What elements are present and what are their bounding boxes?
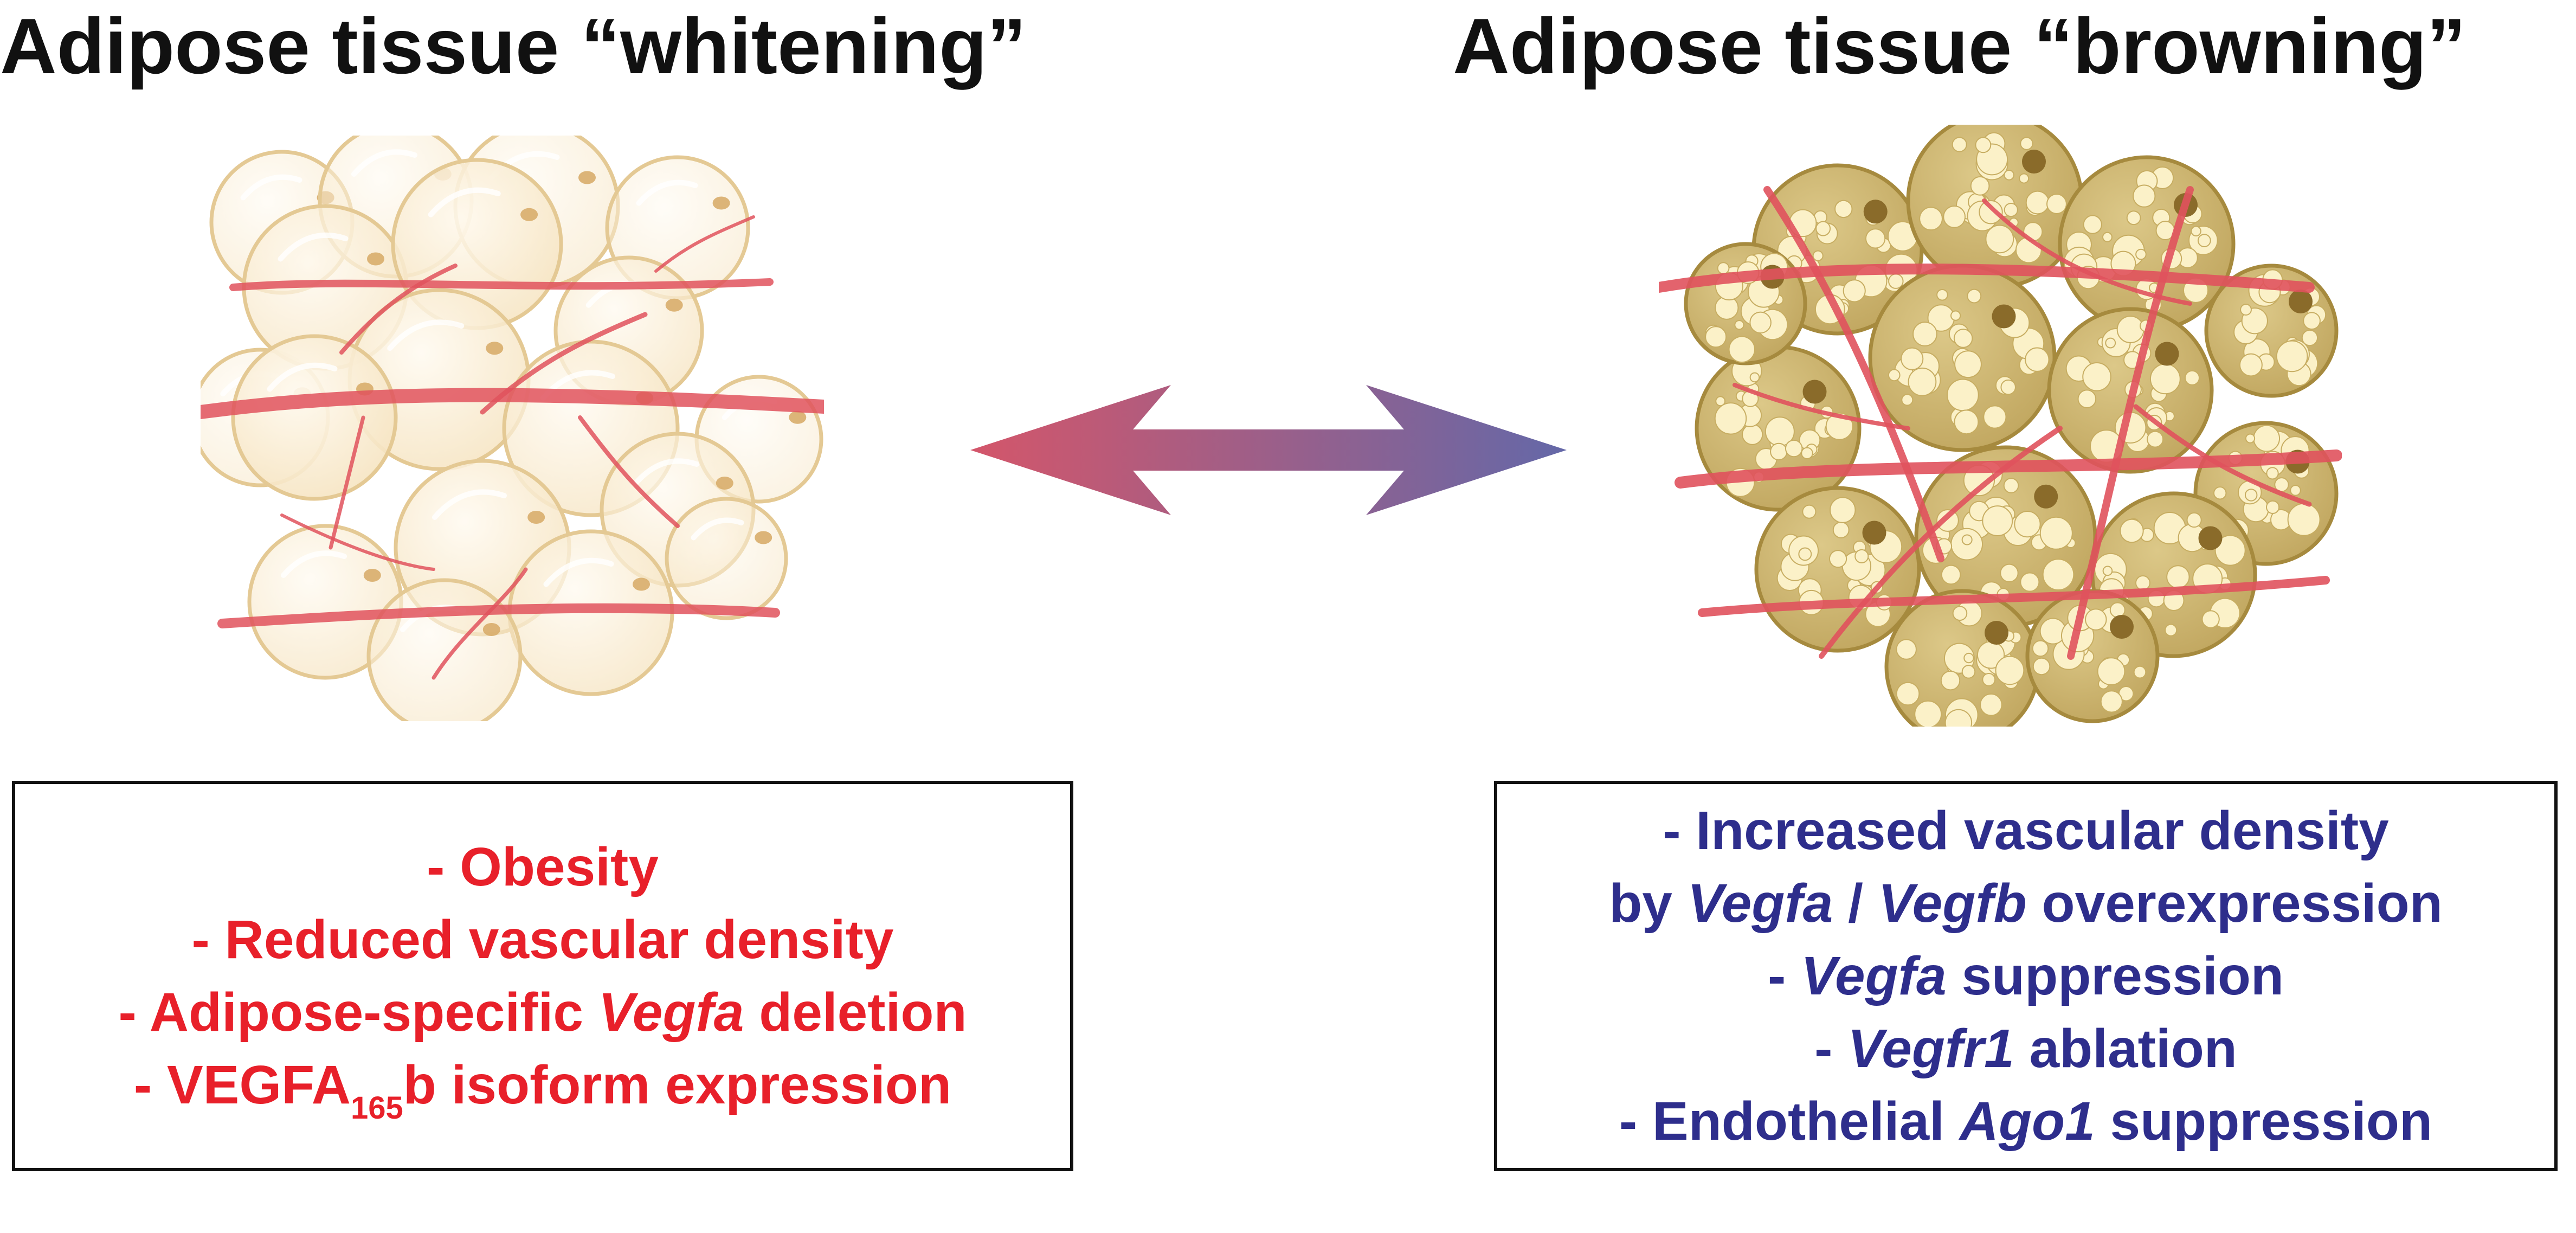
factor-vegfr1-ablation: - Vegfr1 ablation	[1814, 1012, 2237, 1085]
isoform-subscript: 165	[350, 1090, 403, 1126]
factor-vegfa-vegfb-overexpression: by Vegfa / Vegfb overexpression	[1609, 867, 2443, 940]
title-whitening: Adipose tissue “whitening”	[0, 2, 1027, 90]
title-browning: Adipose tissue “browning”	[1453, 2, 2466, 90]
white-adipose-tissue-icon	[201, 136, 824, 721]
text-segment: deletion	[744, 982, 967, 1043]
gene-name: Vegfr1	[1847, 1018, 2014, 1079]
gene-name: Vegfb	[1878, 873, 2027, 934]
whitening-factors-box: - Obesity - Reduced vascular density - A…	[12, 781, 1073, 1171]
factor-reduced-vascular-density: - Reduced vascular density	[191, 909, 894, 970]
gene-name: Vegfa	[1687, 873, 1833, 934]
factor-obesity: - Obesity	[427, 837, 659, 897]
gene-name: Ago1	[1959, 1091, 2095, 1152]
factor-endothelial-ago1-suppression: - Endothelial Ago1 suppression	[1619, 1085, 2432, 1158]
double-headed-arrow-icon	[970, 385, 1567, 515]
factor-vegfa165b-isoform: - VEGFA165b isoform expression	[133, 1049, 952, 1124]
gene-name: Vegfa	[598, 982, 744, 1043]
text-segment: by	[1609, 873, 1688, 934]
text-segment: - VEGFA	[133, 1055, 351, 1115]
factor-adipose-vegfa-deletion: - Adipose-specific Vegfa deletion	[118, 976, 967, 1049]
text-segment: overexpression	[2026, 873, 2443, 934]
factor-increased-vascular-density: - Increased vascular density	[1663, 800, 2389, 861]
text-segment: b isoform expression	[403, 1055, 952, 1115]
text-segment: - Adipose-specific	[118, 982, 598, 1043]
text-segment: -	[1767, 946, 1801, 1006]
text-segment: - Endothelial	[1619, 1091, 1960, 1152]
factor-vegfa-suppression: - Vegfa suppression	[1768, 940, 2284, 1012]
text-segment: ablation	[2014, 1018, 2237, 1079]
browning-factors-box: - Increased vascular density by Vegfa / …	[1494, 781, 2558, 1171]
text-segment: -	[1814, 1018, 1848, 1079]
text-segment: suppression	[1946, 946, 2284, 1006]
text-segment: suppression	[2095, 1091, 2433, 1152]
gene-name: Vegfa	[1801, 946, 1947, 1006]
brown-adipose-tissue-icon	[1659, 125, 2342, 727]
text-segment: /	[1833, 873, 1878, 934]
